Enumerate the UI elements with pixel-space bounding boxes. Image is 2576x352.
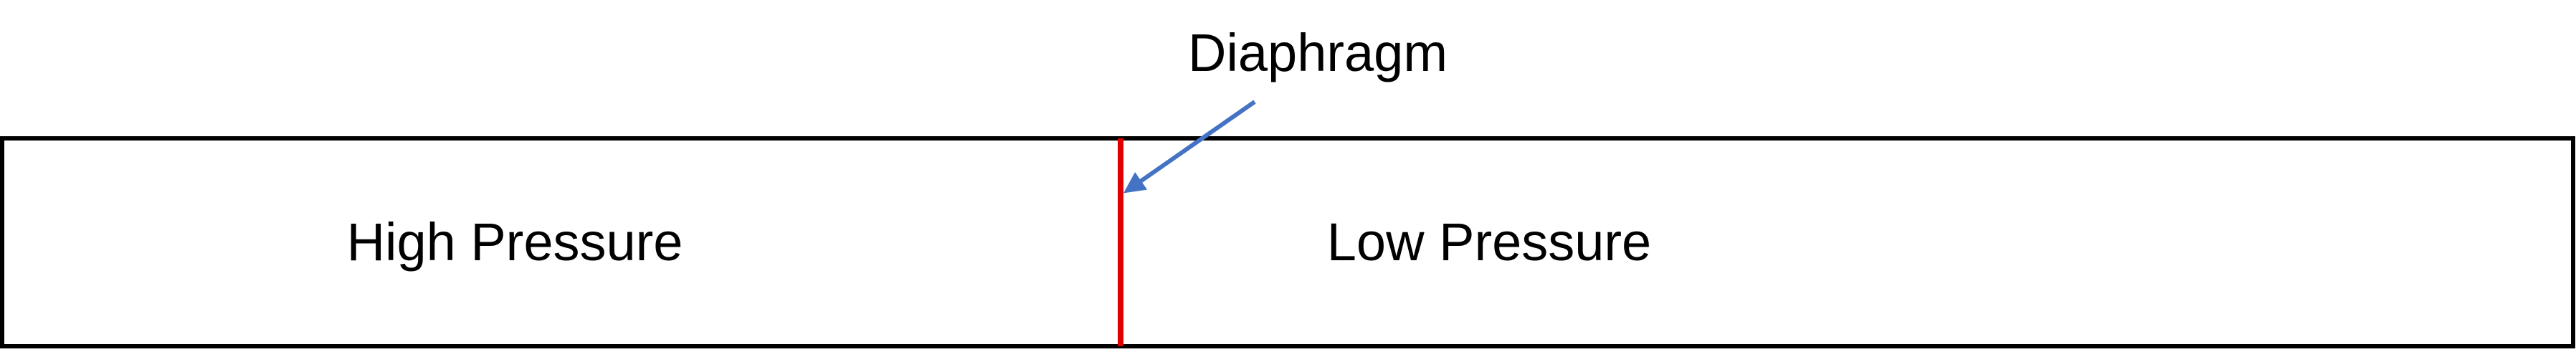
tube-outline (0, 136, 2575, 348)
low-pressure-label: Low Pressure (1327, 212, 1651, 272)
diaphragm-label: Diaphragm (1188, 23, 1448, 82)
high-pressure-label: High Pressure (347, 212, 683, 272)
diaphragm-pointer-arrow (1123, 100, 1256, 194)
